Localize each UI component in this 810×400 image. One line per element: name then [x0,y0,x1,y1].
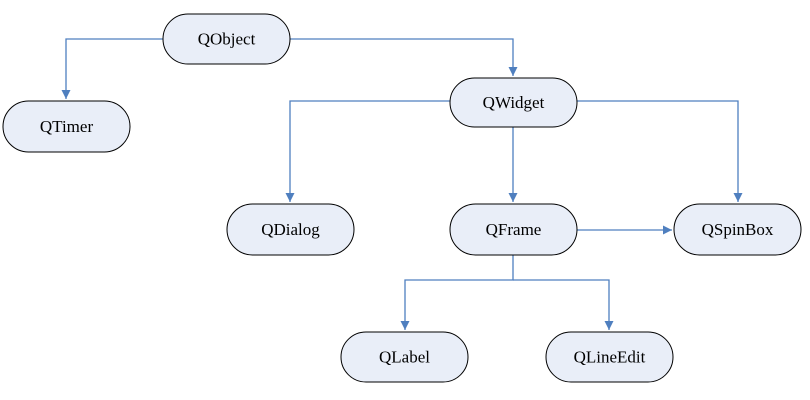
edge-qwidget-to-qdialog [285,100,450,202]
node-qspinbox: QSpinBox [673,203,802,256]
edge-qframe-to-qlabel [400,255,514,330]
edge-qframe-to-qlineedit [513,279,614,330]
node-qdialog: QDialog [226,203,355,256]
node-qlabel: QLabel [340,331,469,383]
node-label-qobject: QObject [198,30,256,49]
node-label-qdialog: QDialog [261,220,320,239]
node-label-qspinbox: QSpinBox [702,220,774,239]
node-qobject: QObject [162,13,291,65]
node-qframe: QFrame [449,203,578,256]
node-label-qframe: QFrame [486,220,542,239]
node-label-qlabel: QLabel [379,348,430,367]
node-qtimer: QTimer [2,100,131,153]
edge-qobject-to-qtimer [61,38,163,99]
node-label-qtimer: QTimer [40,117,94,136]
node-label-qlineedit: QLineEdit [574,348,646,367]
node-qwidget: QWidget [449,77,578,128]
edge-qwidget-to-qspinbox [577,100,743,202]
node-label-qwidget: QWidget [483,93,545,112]
edge-qobject-to-qwidget [290,38,518,76]
edges [61,38,743,330]
node-qlineedit: QLineEdit [545,331,674,383]
